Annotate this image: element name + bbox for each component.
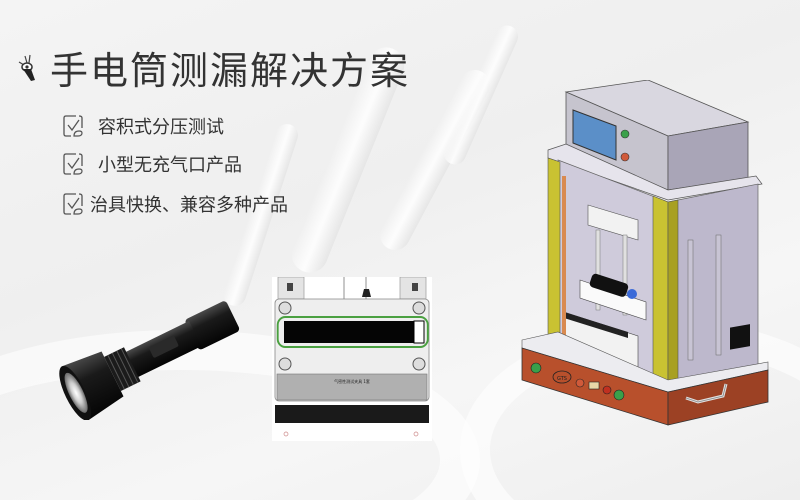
flashlight-icon — [18, 54, 35, 81]
leak-test-machine-image: K-96L GTS — [521, 80, 769, 426]
feature-item: 治具快换、兼容多种产品 — [62, 186, 288, 222]
fixture-image: 气密性测试夹具 1套 — [272, 277, 432, 441]
flashlight-image — [59, 301, 240, 420]
feature-item: 小型无充气口产品 — [62, 146, 288, 182]
checkbox-icon — [63, 193, 83, 215]
feature-label: 小型无充气口产品 — [98, 155, 242, 176]
feature-item: 容积式分压测试 — [62, 108, 288, 144]
feature-label: 治具快换、兼容多种产品 — [90, 195, 288, 216]
feature-label: 容积式分压测试 — [98, 117, 224, 138]
title-row: 手电筒测漏解决方案 — [16, 40, 410, 95]
fixture-label: 气密性测试夹具 1套 — [334, 378, 370, 384]
feature-list: 容积式分压测试 小型无充气口产品 治具快换、兼容多种产品 — [62, 108, 288, 224]
base-logo: GTS — [557, 376, 567, 382]
page-title: 手电筒测漏解决方案 — [50, 49, 411, 93]
checkbox-icon — [63, 153, 83, 175]
checkbox-icon — [63, 115, 83, 137]
